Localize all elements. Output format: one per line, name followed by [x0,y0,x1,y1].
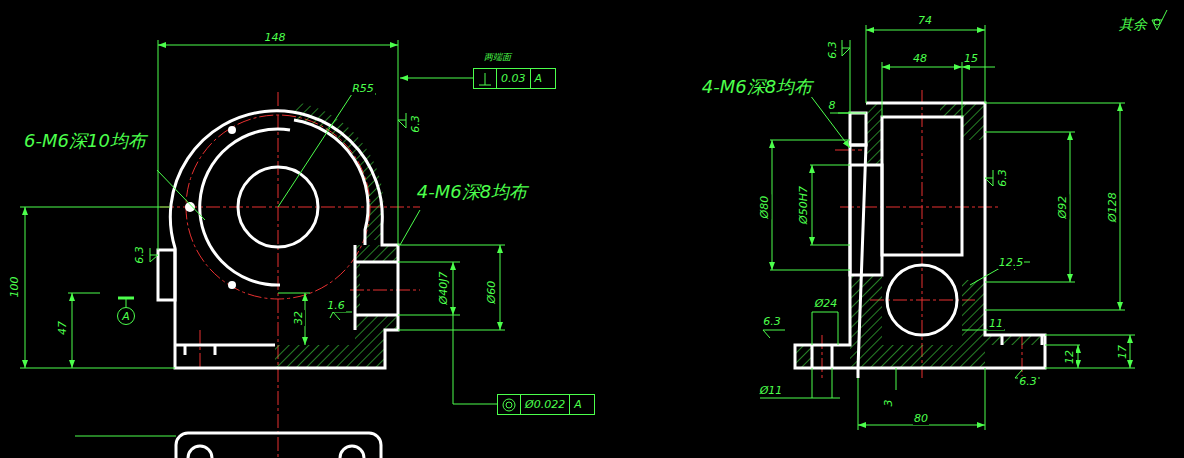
concentricity-symbol [502,398,516,412]
callout-note: 4-M6深8均布 [416,182,528,202]
dimension-text: Ø11 [759,385,784,397]
dimension-text: 11 [988,318,1004,330]
dimension-text: 3 [883,399,895,408]
general-note: 其余 [1118,17,1148,32]
dimension-text: 6.3 [997,168,1009,188]
dimension-text: 12.5 [998,257,1025,269]
tolerance-frame: 0.03A [473,68,556,89]
dimension-text: Ø40J7 [438,271,450,306]
dimension-text: 47 [57,320,69,336]
dimension-text: 1.6 [326,300,346,312]
center-lines [160,92,420,458]
dimension-text: 6.3 [134,245,146,265]
tolerance-text: A [530,69,547,88]
bottom-view [176,433,381,458]
dimension-text: 6.3 [1018,376,1038,388]
section-hatch [275,345,385,368]
dimension-text: 148 [264,32,287,44]
part-outline [158,111,398,368]
dimension-text: Ø128 [1107,191,1119,223]
dimension-text: 80 [913,413,929,425]
tolerance-text: A [122,310,130,323]
dimension-text: 74 [917,15,933,27]
dimension-text: Ø92 [1057,195,1069,220]
roughness-symbol [150,113,406,320]
perpendicularity-symbol [478,72,492,86]
tolerance-symbol-cell [474,69,496,88]
dimension-lines [20,40,505,404]
tolerance-symbol-cell [498,395,520,414]
dimension-text: 两端面 [483,53,512,63]
tolerance-text: 0.03 [496,69,530,88]
dimension-text: 100 [9,276,21,299]
dimension-text: 6.3 [827,40,839,60]
dimension-text: 17 [1117,344,1129,360]
tolerance-text: Ø0.022 [520,395,569,414]
dimension-text: Ø80 [759,195,771,220]
callout-note: 4-M6深8均布 [701,77,813,97]
tolerance-frame: Ø0.022A [497,394,595,415]
dimension-text: 15 [963,53,979,65]
dimension-text: 8 [828,100,837,112]
part-outline [795,103,1045,378]
dimension-lines [760,25,1135,430]
section-hatch [795,103,1045,368]
dimension-text: Ø60 [486,280,498,305]
roughness-symbol [763,10,1167,378]
dimension-text: 48 [912,53,928,65]
callout-note: 6-M6深10均布 [23,131,147,151]
dimension-text: 32 [293,310,305,326]
tolerance-text: A [569,395,586,414]
dimension-text: 6.3 [762,316,782,328]
datum-circle: A [117,307,135,325]
dimension-text: 12 [1064,349,1076,365]
dimension-text: Ø24 [814,298,839,310]
dimension-text: 6.3 [410,114,422,134]
dimension-text: R55 [351,83,375,95]
dimension-text: Ø50H7 [798,185,810,225]
